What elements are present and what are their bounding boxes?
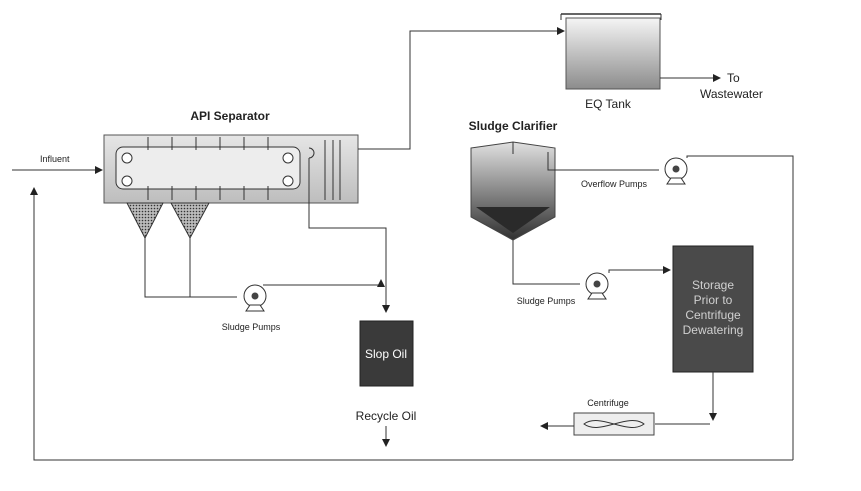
to-label: To <box>727 71 740 85</box>
clarifier-underflow-line <box>512 240 580 285</box>
slop-oil-tank <box>359 320 414 387</box>
storage-tank <box>672 245 754 373</box>
overflow-pump <box>664 157 688 185</box>
sludge-to-clarifier-line <box>263 279 385 287</box>
hopper1-drain-line <box>144 238 237 298</box>
sludge-clarifier-label: Sludge Clarifier <box>469 119 558 133</box>
api-separator <box>103 134 359 240</box>
storage-label-line3: Centrifuge <box>685 308 741 322</box>
sludge-pump-right <box>585 272 609 300</box>
separator-to-eq-line <box>358 27 565 150</box>
storage-label-line4: Dewatering <box>683 323 744 337</box>
sludge-pump-left <box>243 284 267 312</box>
overflow-loop-line <box>686 155 794 460</box>
wastewater-label: Wastewater <box>700 87 763 101</box>
clarifier-overflow-line <box>547 152 659 171</box>
centrifuge <box>573 412 655 436</box>
api-separator-label: API Separator <box>190 109 270 123</box>
sludge-clarifier <box>470 141 556 241</box>
sludge-pumps-right-label: Sludge Pumps <box>517 296 576 306</box>
storage-label-line1: Storage <box>692 278 734 292</box>
return-to-influent-line <box>30 187 793 461</box>
sludge-to-storage-line <box>608 266 671 274</box>
influent-label: Influent <box>40 154 70 164</box>
sludge-pumps-left-label: Sludge Pumps <box>222 322 281 332</box>
overflow-pumps-label: Overflow Pumps <box>581 179 648 189</box>
eq-tank <box>560 13 662 90</box>
skimmer-to-slop-oil-line <box>308 158 390 313</box>
slop-oil-label: Slop Oil <box>365 347 407 361</box>
storage-label-line2: Prior to <box>694 293 733 307</box>
centrifuge-label: Centrifuge <box>587 398 629 408</box>
recycle-oil-label: Recycle Oil <box>356 409 417 423</box>
eq-tank-label: EQ Tank <box>585 97 632 111</box>
